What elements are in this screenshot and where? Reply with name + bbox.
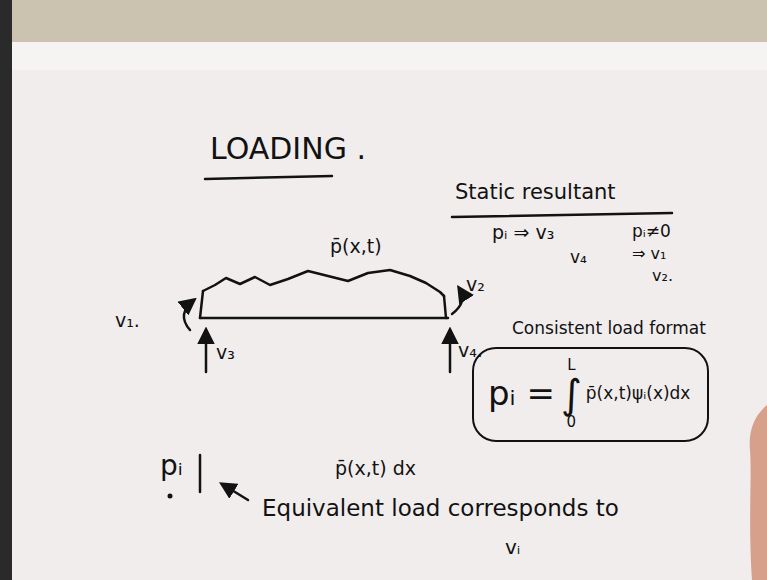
dof-label: v₃ [216, 342, 235, 364]
evaluation-bar [199, 455, 202, 492]
force-arrow [205, 330, 208, 372]
dof-label: v₁. [115, 310, 140, 332]
beam-end [200, 291, 203, 318]
beam-end [444, 296, 446, 318]
rotation-arrow [184, 300, 194, 330]
integral-sign: ∫ [561, 374, 582, 414]
title-underline [205, 176, 332, 179]
note: pᵢ≠0 [632, 222, 671, 242]
force-arrow [449, 330, 452, 372]
rotation-arrow [452, 288, 462, 314]
note: p̄(x,t) dx [335, 458, 416, 480]
integral-limit: L [567, 357, 575, 374]
box-heading: Consistent load format [512, 318, 706, 338]
symbol-label: pᵢ [160, 450, 183, 482]
heading: Static resultant [455, 180, 616, 204]
equation-row: pᵢ =L∫0p̄(x,t)ψᵢ(x)dx [474, 349, 704, 438]
dof-label: v₂ [466, 274, 485, 296]
left-edge [0, 0, 12, 580]
equation-box: Consistent load formatpᵢ =L∫0p̄(x,t)ψᵢ(x… [472, 347, 709, 442]
integral-limit: 0 [567, 414, 577, 431]
distributed-load-curve [203, 270, 444, 296]
equation-lhs: pᵢ = [488, 375, 555, 412]
integrand: p̄(x,t)ψᵢ(x)dx [586, 383, 691, 403]
note: v₄ [570, 248, 587, 268]
load-label: p̄(x,t) [330, 236, 382, 258]
note: Equivalent load corresponds to [262, 495, 619, 521]
beam [200, 317, 448, 320]
dof-label: v₄. [458, 340, 483, 362]
integral-sign-group: L∫0 [561, 357, 582, 430]
title: LOADING . [210, 132, 366, 167]
hand [750, 405, 767, 580]
note: pᵢ ⇒ v₃ [492, 222, 554, 244]
heading-underline [452, 213, 672, 217]
note: v₂. [652, 267, 673, 285]
note: ⇒ v₁ [632, 245, 666, 263]
wall-band [0, 0, 767, 42]
paper-fold [12, 42, 767, 70]
dot [168, 494, 173, 499]
note: vᵢ [505, 536, 520, 559]
leader-arrow [222, 484, 248, 500]
